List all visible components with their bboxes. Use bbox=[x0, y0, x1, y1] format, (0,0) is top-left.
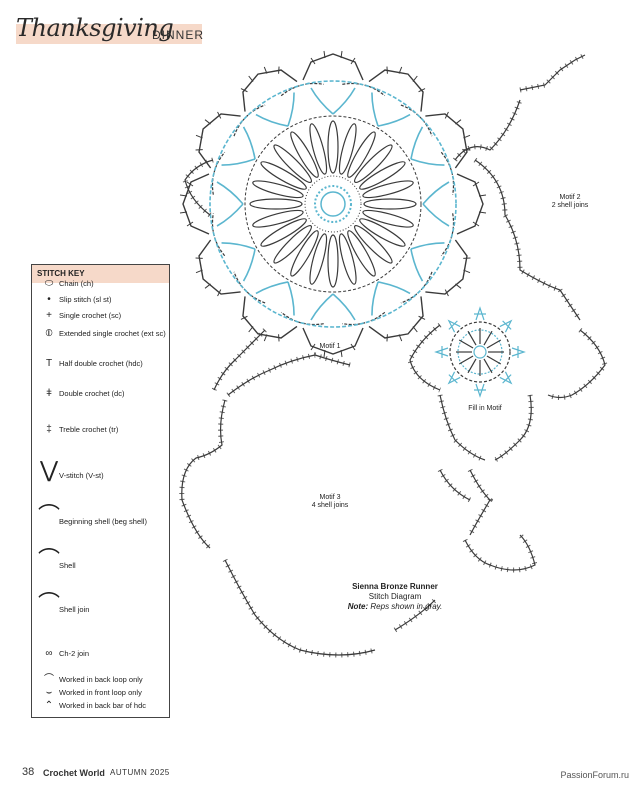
half-double-crochet-icon: T bbox=[45, 358, 53, 369]
stitch-key-label: V-stitch (V-st) bbox=[59, 471, 104, 480]
stitch-key-label: Treble crochet (tr) bbox=[59, 425, 119, 434]
back-bar-icon: ⌃ bbox=[44, 700, 54, 711]
stitch-key-label: Worked in back bar of hdc bbox=[59, 701, 146, 710]
motif-edges bbox=[179, 52, 608, 658]
stitch-key-label: Shell join bbox=[59, 605, 90, 614]
shell-icon: ⌒ bbox=[37, 547, 60, 572]
fill-in-motif-graphic bbox=[434, 306, 526, 398]
page-number: 38 bbox=[22, 766, 35, 778]
slip-stitch-icon: • bbox=[47, 294, 51, 305]
watermark: PassionForum.ru bbox=[560, 770, 629, 780]
shell-join-icon: ⌒ bbox=[37, 591, 60, 616]
motif-1-graphic bbox=[179, 50, 487, 358]
back-loop-icon: ⌒ bbox=[44, 674, 54, 685]
single-crochet-icon: + bbox=[46, 310, 52, 321]
caption-subtitle: Stitch Diagram bbox=[368, 592, 422, 601]
header-script-title: Thanksgiving bbox=[16, 14, 174, 42]
stitch-key-label: Worked in back loop only bbox=[59, 675, 143, 684]
stitch-key-title: STITCH KEY bbox=[32, 265, 169, 283]
stitch-key-label: Slip stitch (sl st) bbox=[59, 295, 112, 304]
motif-2-subtitle: 2 shell joins bbox=[551, 202, 589, 209]
fill-in-motif-label: Fill in Motif bbox=[468, 405, 502, 412]
stitch-key-label: Double crochet (dc) bbox=[59, 389, 125, 398]
stitch-key: STITCH KEY ⬭ Chain (ch) • Slip stitch (sl s… bbox=[31, 264, 170, 718]
magazine-name: Crochet World bbox=[43, 768, 105, 778]
motif-3-subtitle: 4 shell joins bbox=[311, 502, 349, 509]
caption-note-label: Note: bbox=[347, 602, 369, 611]
header-word: DINNER bbox=[152, 28, 205, 42]
chain-icon: ⬭ bbox=[44, 278, 54, 289]
header-band bbox=[16, 24, 202, 44]
front-loop-icon: ⌣ bbox=[45, 687, 53, 698]
v-stitch-icon: ⋁ bbox=[39, 457, 59, 482]
stitch-key-label: Single crochet (sc) bbox=[59, 311, 122, 320]
beginning-shell-icon: ⌒ bbox=[37, 503, 60, 528]
caption-note-text: Reps shown in gray. bbox=[370, 602, 443, 611]
stitch-key-label: Beginning shell (beg shell) bbox=[59, 517, 147, 526]
stitch-key-label: Worked in front loop only bbox=[59, 688, 142, 697]
diagram-caption: Sienna Bronze Runner Stitch Diagram Note… bbox=[330, 582, 460, 612]
stitch-key-label: Half double crochet (hdc) bbox=[59, 359, 143, 368]
motif-2-title: Motif 2 bbox=[559, 194, 581, 201]
caption-title: Sienna Bronze Runner bbox=[352, 582, 438, 591]
issue-label: AUTUMN 2025 bbox=[110, 768, 170, 777]
stitch-key-label: Chain (ch) bbox=[59, 279, 94, 288]
motif-3-title: Motif 3 bbox=[319, 494, 341, 501]
stitch-key-label: Ch-2 join bbox=[59, 649, 90, 658]
stitch-key-label: Extended single crochet (ext sc) bbox=[59, 329, 166, 338]
stitch-key-label: Shell bbox=[59, 561, 76, 570]
double-crochet-icon: ǂ bbox=[46, 388, 52, 399]
motif-1-label: Motif 1 bbox=[319, 343, 341, 350]
ch2-join-icon: ∞ bbox=[45, 648, 53, 659]
treble-crochet-icon: ‡ bbox=[46, 424, 52, 435]
extended-single-crochet-icon: ⦶ bbox=[45, 328, 53, 339]
